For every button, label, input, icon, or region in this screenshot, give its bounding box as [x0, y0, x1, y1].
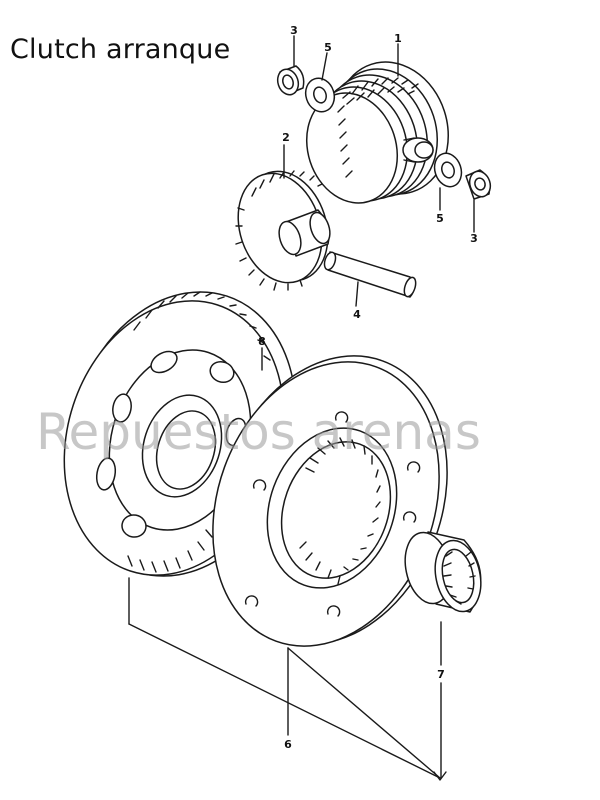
washer-top-left-part: [304, 77, 336, 113]
leader-lines: [128, 35, 475, 781]
spacer-right-part: [465, 169, 492, 200]
starter-clutch-housing-part: [212, 355, 448, 647]
callout-3-right-label: 3: [470, 232, 478, 245]
watermark-text: Repuestos arenas: [36, 403, 481, 461]
shaft-part: [323, 251, 417, 298]
callout-3-top-label: 3: [290, 24, 298, 37]
callout-6-label: 6: [284, 738, 292, 751]
callout-7-label: 7: [437, 668, 445, 681]
callout-5-top-label: 5: [324, 41, 332, 54]
idle-gear-part: [235, 170, 331, 291]
washer-right-part: [433, 152, 463, 188]
clutch-assembly-part: [305, 61, 450, 204]
callout-5-right-label: 5: [436, 212, 444, 225]
page-title: Clutch arranque: [10, 34, 231, 65]
spacer-top-left-part: [276, 65, 305, 96]
callout-4-label: 4: [353, 308, 361, 321]
callout-1-label: 1: [394, 32, 402, 45]
callout-8-label: 8: [258, 335, 266, 348]
callout-2-label: 2: [282, 131, 290, 144]
bearing-part: [404, 531, 482, 613]
